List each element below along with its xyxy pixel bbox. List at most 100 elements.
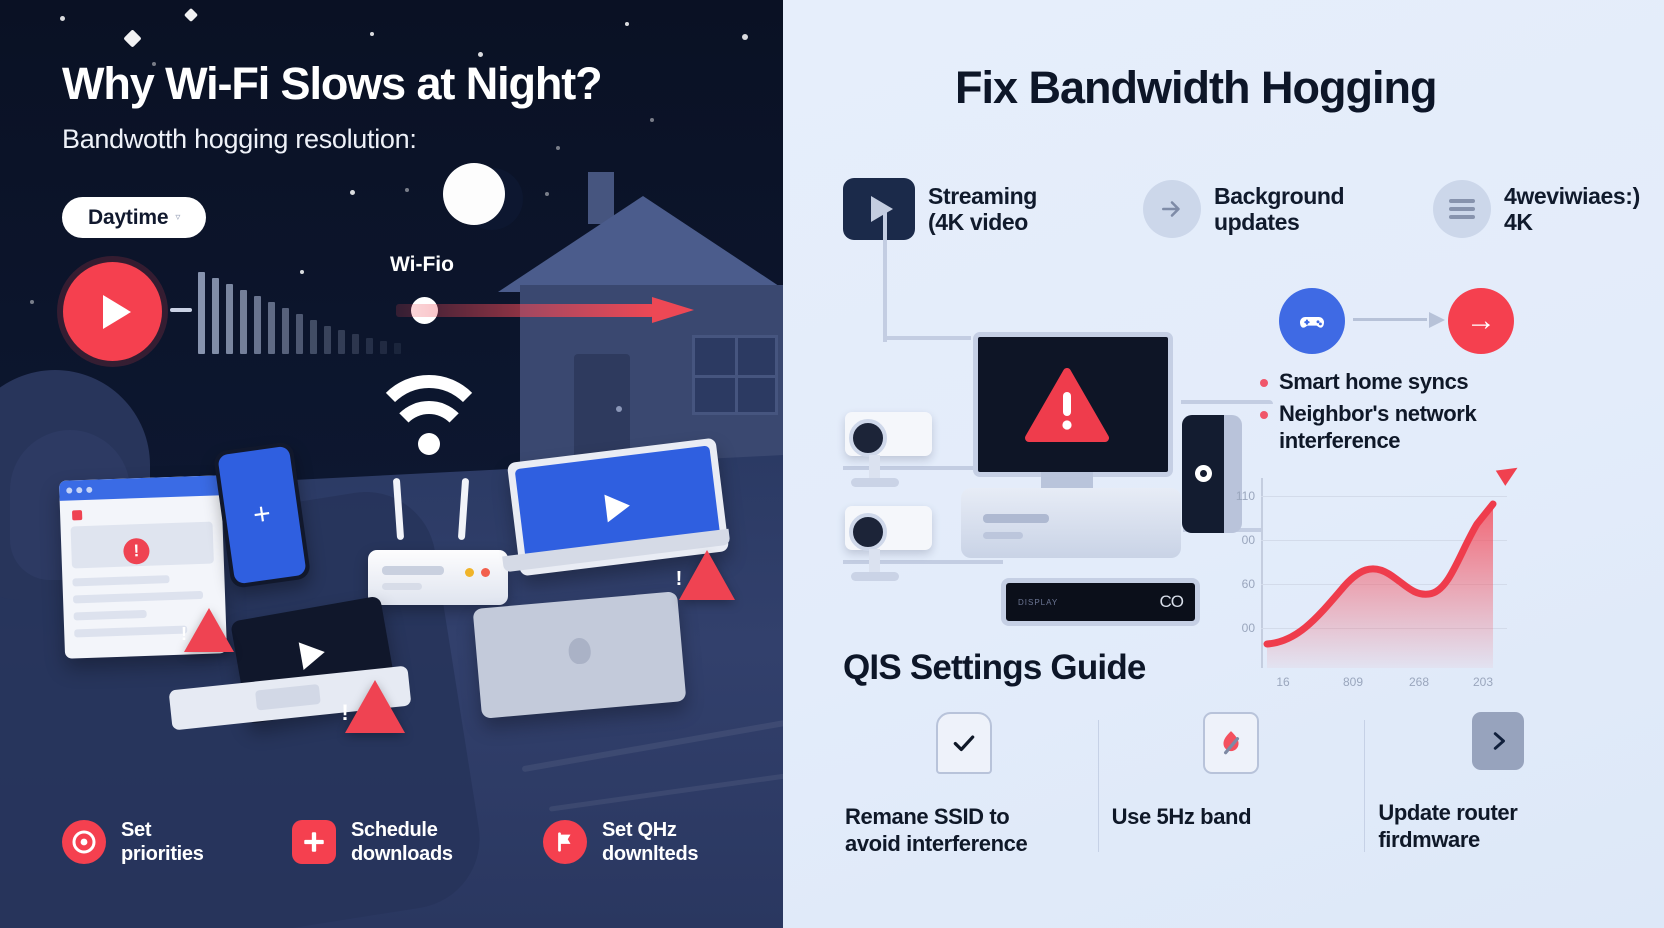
security-camera-icon [827,412,932,487]
arrow-right-icon [1353,310,1445,330]
page-title: Why Wi-Fi Slows at Night? [62,58,603,109]
list-item: Smart home syncs [1260,368,1560,396]
arrow-right-circle-icon[interactable]: → [1448,288,1514,354]
daytime-pill[interactable]: Daytime ▿ [62,197,207,238]
right-page-title: Fix Bandwidth Hogging [955,62,1437,113]
star [350,190,355,195]
chip-streaming[interactable]: Streaming(4K video [843,178,1143,240]
chart-y-tick: 00 [1241,533,1255,547]
star [60,16,65,21]
browser-titlebar [58,475,222,501]
star [650,118,654,122]
router [368,550,508,605]
chip-label: Streaming(4K video [928,182,1037,235]
star [30,300,34,304]
hamburger-icon [1433,180,1491,238]
chip-label: 4weviwiaes:)4K [1504,182,1640,235]
link-dash [170,308,192,312]
wire [883,336,971,340]
wire [843,466,973,470]
wire [883,212,887,342]
play-button-large[interactable] [63,262,162,361]
chart-y-tick: 00 [1241,621,1255,635]
star [405,188,409,192]
laptop-grey-device [472,591,687,719]
security-camera-icon [827,506,932,581]
check-icon [936,712,993,774]
target-icon [62,820,106,864]
play-icon [843,178,915,240]
alert-square-icon [71,510,83,521]
wire [1181,400,1273,404]
chart-y-axis [1261,478,1263,668]
interference-chart: 110 00 60 00 16 809 268 203 [1236,460,1523,689]
house-door [574,354,630,459]
star [300,270,304,274]
flag-icon [543,820,587,864]
chevron-down-icon: ▿ [175,212,181,223]
section-title: QIS Settings Guide [843,648,1146,687]
issue-bullet-list: Smart home syncs Neighbor's network inte… [1260,368,1560,459]
page-subtitle: Bandwotth hogging resolution: [62,124,417,154]
star [478,52,483,57]
chart-area-series [1263,500,1497,668]
media-device-badge: CO [1159,592,1184,611]
guide-item-label: Use 5Hz band [1111,804,1252,829]
star [370,32,374,36]
daytime-label: Daytime [88,205,169,229]
bullet-label: Smart home syncs [1279,369,1469,394]
star [742,34,748,40]
chart-y-tick: 60 [1241,577,1255,591]
arrow-right-icon [1143,180,1201,238]
chart-y-tick: 110 [1235,489,1255,503]
bandwidth-arrow-icon [396,297,694,323]
moon-icon [443,163,505,225]
star [625,22,629,26]
smart-speaker [1182,415,1242,533]
bullet-label: Neighbor's network interference [1279,400,1477,454]
tag-icon [1203,712,1259,774]
chevron-right-icon [1471,712,1524,770]
list-item: Neighbor's network interference [1260,400,1560,455]
network-label: Wi-Fio [390,253,454,276]
wire [843,560,1003,564]
phone-screen: + [217,445,307,585]
chart-x-tick: 268 [1408,675,1430,689]
gamepad-icon [1279,288,1345,354]
chip-device-list[interactable]: 4weviwiaes:)4K [1433,180,1640,238]
right-light-panel: Fix Bandwidth Hogging Streaming(4K video… [783,0,1664,928]
warning-triangle-icon [1025,368,1109,447]
media-device: DISPLAY CO [1001,578,1200,626]
star [556,146,560,150]
house-roof [498,196,783,292]
media-device-label: DISPLAY [1018,597,1059,607]
monitor-stand [1041,472,1093,488]
chart-x-tick: 203 [1472,675,1494,689]
wifi-icon [368,375,490,471]
star [545,192,549,196]
guide-item-use-5hz[interactable]: Use 5Hz band [1097,712,1365,858]
chart-x-tick: 809 [1342,675,1364,689]
house-window [692,335,778,415]
star [152,62,156,66]
chart-x-tick: 16 [1276,675,1290,689]
bullet-dot [1260,379,1268,387]
left-night-panel: Why Wi-Fi Slows at Night? Bandwotth hogg… [0,0,783,928]
bullet-dot [1260,410,1268,419]
plus-icon [292,820,336,864]
